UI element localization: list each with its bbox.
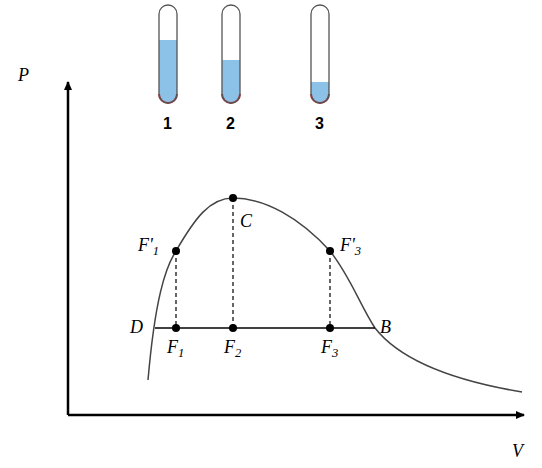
point-label: B — [380, 318, 391, 336]
p-axis — [67, 82, 70, 415]
axis-label: V — [512, 442, 523, 460]
saturation-curve — [148, 198, 522, 392]
tie-line — [155, 327, 375, 329]
point-label: F1 — [167, 338, 184, 356]
point-label: C — [240, 212, 252, 230]
v-axis — [68, 414, 524, 417]
dashed-line — [175, 251, 176, 328]
point-label: D — [130, 318, 143, 336]
state-points — [172, 194, 334, 332]
tube-number: 1 — [163, 116, 172, 132]
dashed-line — [232, 198, 233, 328]
test-tube — [311, 5, 329, 103]
point-label: F3 — [321, 338, 338, 356]
tube-number: 3 — [315, 116, 324, 132]
point-label: F'3 — [340, 236, 361, 254]
point-label: F2 — [224, 338, 241, 356]
dashed-line — [329, 251, 330, 328]
point-label: F'1 — [138, 236, 159, 254]
tube-number: 2 — [226, 116, 235, 132]
test-tube — [222, 5, 240, 103]
axis-label: P — [18, 66, 29, 84]
test-tube — [159, 5, 177, 103]
